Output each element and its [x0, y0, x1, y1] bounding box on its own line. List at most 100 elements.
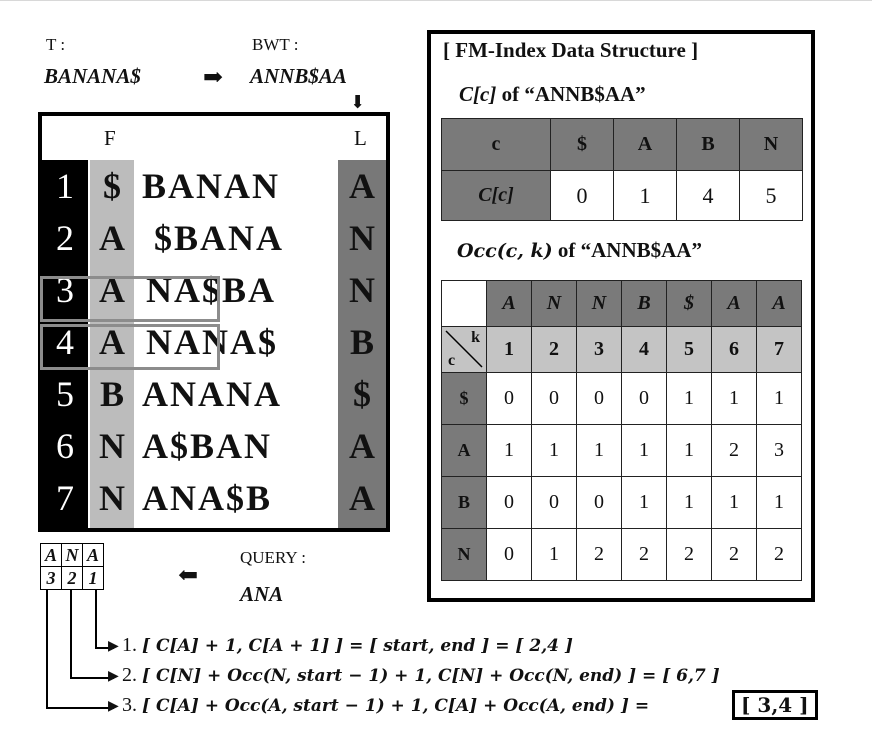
occ-cell: 1 [621, 424, 667, 477]
occ-cell: 1 [486, 424, 532, 477]
occ-cell: 2 [576, 528, 622, 581]
row-middle-chars: $BANA [154, 218, 285, 258]
column-f-header: F [104, 126, 116, 150]
row-middle-chars: BANAN [142, 166, 281, 206]
connector-line-3-horizontal [46, 707, 114, 709]
occ-k-value: 3 [576, 326, 622, 373]
connector-line-1 [95, 590, 97, 648]
occ-bwt-char: N [531, 280, 577, 327]
row-middle-chars: ANA$B [142, 478, 273, 518]
arrowhead-icon: ▶ [108, 669, 119, 684]
row-first-char: N [99, 478, 125, 518]
arrowhead-icon: ▶ [108, 639, 119, 654]
connector-line-3 [46, 590, 48, 708]
occ-table-title: Occ(c, k) of “ANNB$AA” [457, 238, 702, 263]
t-value: BANANA$ [44, 64, 141, 88]
occ-cell: 1 [666, 424, 712, 477]
diagonal-line [445, 330, 483, 368]
arrowhead-icon: ▶ [108, 699, 119, 714]
row-first-char: N [99, 426, 125, 466]
occ-cell: 2 [756, 528, 802, 581]
fm-index-title: [ FM-Index Data Structure ] [443, 38, 699, 62]
matrix-row: 4 A NANA$ B [42, 316, 386, 368]
bwt-label: BWT : [252, 35, 299, 54]
occ-k-value: 6 [711, 326, 757, 373]
formula-3-text: [ C[A] + Occ(A, start − 1) + 1, C[A] + O… [142, 696, 650, 716]
l-column [338, 160, 386, 528]
c-table: c $ A B N C[c] 0 1 4 5 [441, 118, 803, 221]
f-column [90, 160, 134, 528]
occ-k-value: 2 [531, 326, 577, 373]
row-first-char: A [99, 218, 125, 258]
row-last-char: $ [353, 374, 371, 414]
row-index: 4 [56, 322, 74, 362]
formula-2-number: 2. [122, 664, 137, 686]
c-value: 4 [676, 170, 740, 221]
highlight-box-row-4 [40, 324, 220, 370]
occ-k-value: 4 [621, 326, 667, 373]
occ-cell: 0 [621, 372, 667, 425]
occ-cell: 2 [711, 528, 757, 581]
c-symbol: A [613, 118, 677, 171]
occ-bwt-char: A [486, 280, 532, 327]
c-symbol: $ [550, 118, 614, 171]
row-index: 1 [56, 166, 74, 206]
row-index: 2 [56, 218, 74, 258]
c-table-title: C[c] of “ANNB$AA” [459, 82, 646, 107]
occ-cell: 0 [486, 476, 532, 529]
occ-cell: 1 [576, 424, 622, 477]
row-index: 7 [56, 478, 74, 518]
occ-row-symbol: $ [441, 372, 487, 425]
occ-cell: 1 [711, 372, 757, 425]
c-value: 5 [739, 170, 803, 221]
connector-line-2 [70, 590, 72, 678]
occ-cell: 1 [756, 372, 802, 425]
occ-title-rest: of “ANNB$AA” [552, 238, 702, 262]
occ-bwt-char: A [756, 280, 802, 327]
occ-cell: 3 [756, 424, 802, 477]
c-title-rest: of “ANNB$AA” [496, 82, 646, 106]
connector-line-2-horizontal [70, 677, 114, 679]
occ-corner-cell: k c [441, 326, 487, 373]
row-last-char: N [349, 270, 375, 310]
c-row-label: C[c] [441, 170, 551, 221]
row-index: 6 [56, 426, 74, 466]
t-label: T : [46, 35, 66, 54]
index-column [42, 160, 88, 528]
occ-bwt-char: $ [666, 280, 712, 327]
formula-2-text: [ C[N] + Occ(N, start − 1) + 1, C[N] + O… [142, 666, 720, 686]
bwt-matrix: F L 1 $ BANAN A 2 A $BANA N 3 A NA$BA N … [38, 112, 390, 532]
matrix-row: 7 N ANA$B A [42, 472, 386, 524]
row-index: 5 [56, 374, 74, 414]
occ-cell: 1 [531, 528, 577, 581]
occ-k-value: 1 [486, 326, 532, 373]
connector-line-1-horizontal [95, 647, 114, 649]
matrix-row: 5 B ANANA $ [42, 368, 386, 420]
row-last-char: A [349, 166, 375, 206]
row-last-char: A [349, 478, 375, 518]
row-last-char: B [349, 322, 374, 362]
occ-cell: 1 [666, 476, 712, 529]
row-index: 3 [56, 270, 74, 310]
occ-cell: 0 [486, 528, 532, 581]
row-last-char: N [349, 218, 375, 258]
occ-row-symbol: B [441, 476, 487, 529]
c-symbol: B [676, 118, 740, 171]
row-first-char: $ [103, 166, 121, 206]
formula-1-number: 1. [122, 634, 137, 656]
matrix-row: 2 A $BANA N [42, 212, 386, 264]
corner-c: c [448, 352, 456, 369]
occ-bwt-char: N [576, 280, 622, 327]
query-char: N [61, 543, 83, 567]
occ-row-symbol: N [441, 528, 487, 581]
matrix-row: 1 $ BANAN A [42, 160, 386, 212]
row-first-char: B [99, 374, 124, 414]
formula-2: 2. [ C[N] + Occ(N, start − 1) + 1, C[N] … [122, 664, 720, 687]
occ-cell: 2 [666, 528, 712, 581]
query-step: 3 [40, 566, 62, 590]
query-step: 2 [61, 566, 83, 590]
occ-table: A N N B $ A A k c 1 2 3 4 5 6 7 $ 0 0 0 [441, 280, 802, 581]
formula-3-number: 3. [122, 694, 137, 716]
occ-corner-empty [441, 280, 487, 327]
query-char: A [40, 543, 62, 567]
